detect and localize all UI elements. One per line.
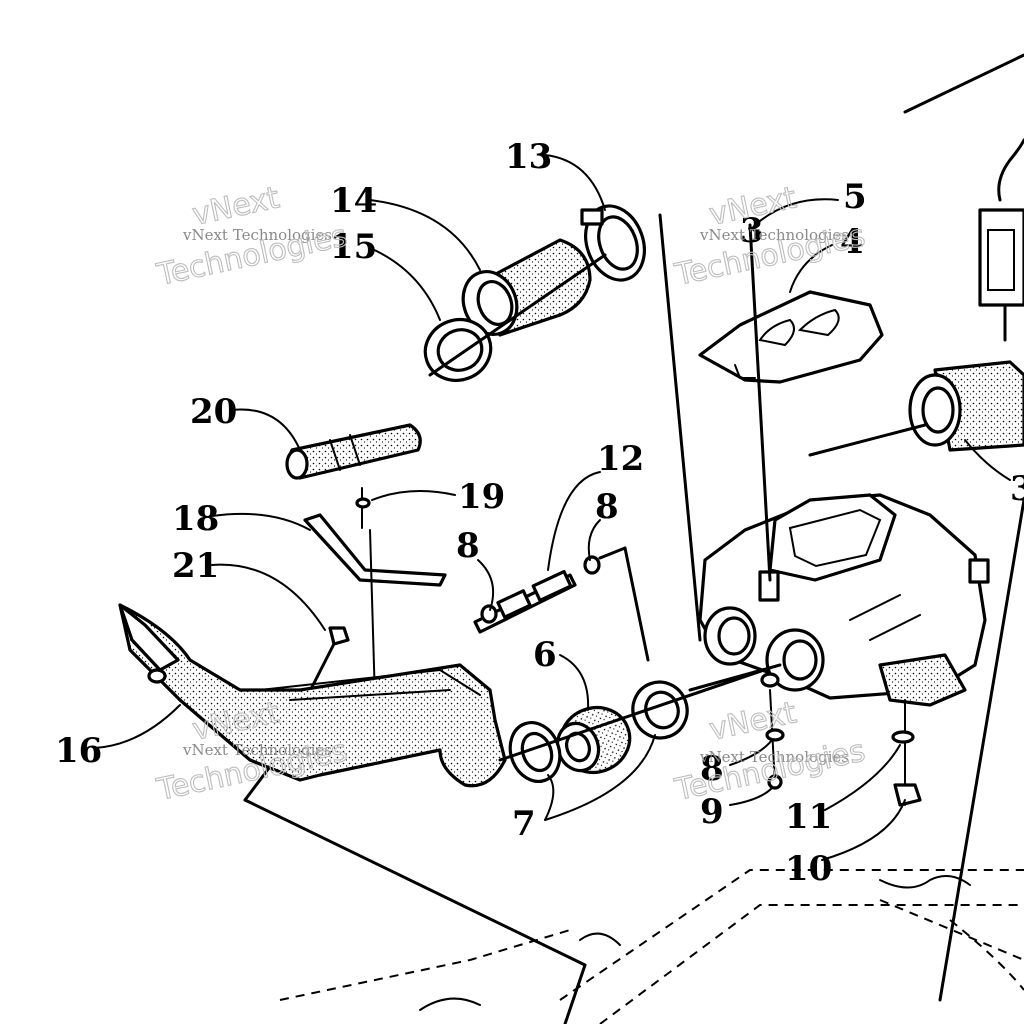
callout-14: 14: [330, 181, 377, 221]
hose-12: [473, 546, 650, 662]
callout-18: 18: [172, 499, 219, 539]
clamp-7b: [631, 680, 689, 740]
callout-19: 19: [458, 477, 505, 517]
fasteners-9: [760, 672, 785, 790]
intake-tube-14: [461, 238, 592, 337]
callout-11: 11: [785, 797, 832, 837]
callout-10: 10: [785, 849, 832, 889]
clamp-7a: [508, 721, 562, 783]
leader-line-13: [658, 213, 702, 642]
coupler-6: [555, 706, 632, 774]
callout-5: 5: [843, 177, 867, 217]
callout-21: 21: [172, 546, 219, 586]
fasteners-10: [891, 699, 922, 807]
watermark-word-8: Technologies: [671, 734, 868, 809]
fuel-filter-3: [808, 360, 1024, 457]
callout-8-a: 8: [595, 487, 619, 527]
callout-13: 13: [505, 137, 552, 177]
leader-line-19: [369, 529, 376, 701]
callout-16: 16: [55, 731, 102, 771]
clamp-15: [423, 253, 607, 382]
airbox-cover-4: [698, 290, 884, 384]
strap-18: [303, 513, 447, 587]
watermark-text-2: vNext Technologies: [699, 226, 849, 244]
callout-15: 15: [330, 227, 377, 267]
callout-leaders: [94, 154, 1011, 861]
callout-8-b: 8: [456, 526, 480, 566]
watermark-word-1: vNext: [189, 180, 282, 233]
clip-19: [355, 487, 371, 529]
watermark-top-left: vNext vNext Technologies Technologies: [153, 180, 351, 294]
leader-line-7: [498, 666, 772, 762]
callout-20: 20: [190, 392, 237, 432]
callout-12: 12: [597, 439, 644, 479]
callout-8-c: 8: [700, 749, 724, 789]
callout-3-top: 3: [740, 211, 764, 251]
watermark-top-right: vNext vNext Technologies Technologies: [671, 180, 869, 294]
watermark-text-3: vNext Technologies: [182, 741, 332, 759]
callout-4: 4: [840, 222, 864, 262]
clamp-13: [580, 204, 646, 282]
callout-6: 6: [533, 635, 557, 675]
callout-9: 9: [700, 792, 724, 832]
fuel-hose-20: [285, 423, 422, 480]
watermark-text-1: vNext Technologies: [182, 226, 332, 244]
airbox-body: [698, 493, 990, 707]
callout-7: 7: [512, 804, 536, 844]
leader-line-5: [748, 223, 772, 582]
watermark-text-4: vNext Technologies: [699, 748, 849, 766]
watermark-word-7: vNext: [706, 695, 799, 748]
connector-right: [978, 138, 1024, 342]
intake-silencer-16: [118, 603, 507, 788]
callout-labels: 13 14 15 5 4 20 12 19 8 8 18 21 6 3 16 8…: [55, 137, 1024, 889]
chassis-outline: [243, 53, 1024, 1024]
callout-3-right: 3: [1010, 469, 1024, 509]
